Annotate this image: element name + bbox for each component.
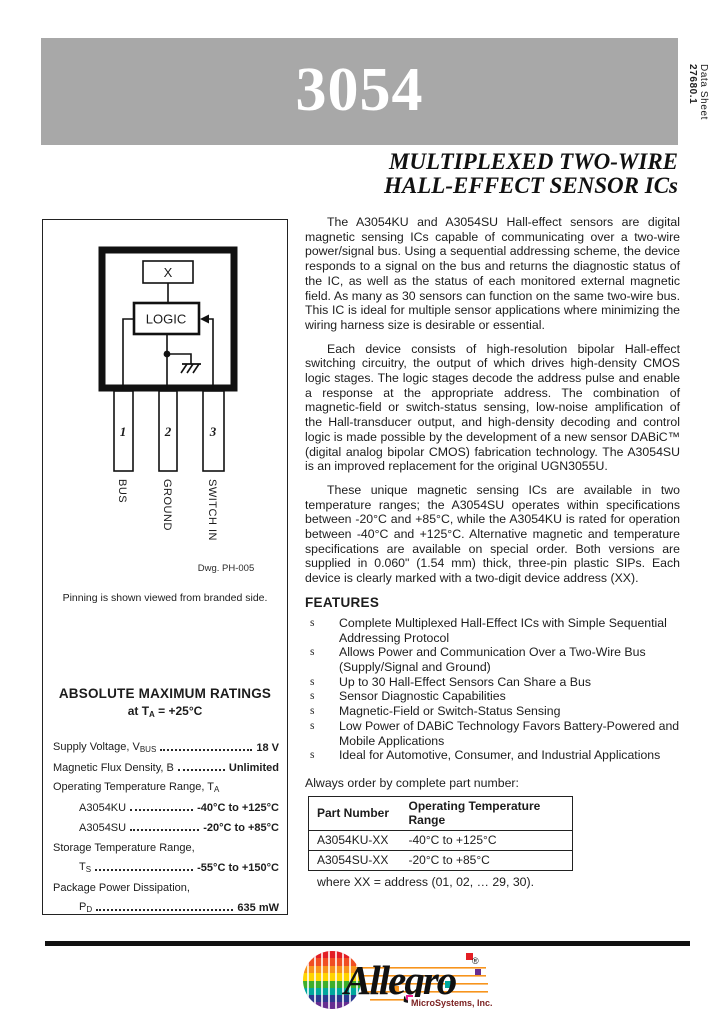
- logo-subtext: MicroSystems, Inc.: [411, 998, 493, 1008]
- rating-row: Operating Temperature Range, TA: [53, 781, 220, 794]
- rating-row: A3054KU-40°C to +125°C: [79, 802, 279, 814]
- description-column: The A3054KU and A3054SU Hall-effect sens…: [305, 215, 680, 889]
- ordering-table-header-row: Part Number Operating Temperature Range: [309, 796, 573, 830]
- part-number-title: 3054: [295, 56, 424, 124]
- ordering-note: where XX = address (01, 02, … 29, 30).: [317, 874, 535, 889]
- feature-bullet: s: [310, 749, 315, 762]
- logo-wordmark: Allegro: [341, 957, 457, 1003]
- part-number-cell: A3054KU-XX: [308, 829, 401, 851]
- temp-range-cell: -40°C to +125°C: [400, 829, 573, 851]
- feature-bullet: s: [310, 646, 315, 659]
- footer-rule: [45, 941, 690, 946]
- hall-element-label: X: [164, 265, 173, 280]
- sheet-number: 27680.1: [687, 64, 698, 105]
- feature-bullet: s: [310, 675, 315, 688]
- allegro-logo: Allegro ® MicroSystems, Inc.: [303, 951, 493, 1009]
- feature-bullet: s: [310, 616, 315, 629]
- abs-max-ratings-subtitle: at TA = +25°C: [127, 704, 203, 719]
- logo-mosaic-circle: [303, 951, 361, 1009]
- sheet-info: Data Sheet 27680.1: [687, 64, 709, 120]
- ordering-table-row: A3054SU-XX -20°C to +85°C: [308, 849, 573, 871]
- logic-box-label: LOGIC: [146, 312, 186, 327]
- document-title-line2: HALL-EFFECT SENSOR ICs: [384, 173, 678, 198]
- temp-range-cell: -20°C to +85°C: [400, 849, 573, 871]
- pin1-number: 1: [120, 424, 127, 439]
- feature-bullet: s: [310, 705, 315, 718]
- feature-bullet: s: [310, 690, 315, 703]
- pin2-number: 2: [164, 424, 172, 439]
- pinout-ratings-panel: X LOGIC 1 2 3 BUS GROUND SWITCH IN Dwg. …: [42, 219, 288, 915]
- description-paragraph: Each device consists of high-resolution …: [305, 341, 680, 474]
- pin2-label: GROUND: [161, 479, 173, 531]
- document-title-line1: MULTIPLEXED TWO-WIRE: [388, 149, 678, 174]
- abs-max-ratings-title: ABSOLUTE MAXIMUM RATINGS: [58, 686, 272, 701]
- ordering-intro: Always order by complete part number:: [305, 775, 519, 790]
- ordering-table-row: A3054KU-XX -40°C to +125°C: [308, 829, 573, 851]
- document-title: MULTIPLEXED TWO-WIRE HALL-EFFECT SENSOR …: [384, 150, 678, 198]
- ordering-col-part: Part Number: [317, 805, 390, 820]
- feature-bullet: s: [310, 719, 315, 732]
- package-pinout-diagram: X LOGIC 1 2 3: [98, 246, 238, 472]
- pinning-caption: Pinning is shown viewed from branded sid…: [62, 592, 268, 604]
- pin1-label: BUS: [116, 479, 128, 504]
- logo-registered-mark: ®: [472, 956, 479, 966]
- drawing-reference: Dwg. PH-005: [197, 563, 255, 574]
- rating-row: A3054SU-20°C to +85°C: [79, 822, 279, 834]
- sheet-label: Data Sheet: [698, 64, 709, 121]
- features-heading: FEATURES: [305, 594, 380, 610]
- rating-row: Package Power Dissipation,: [53, 882, 190, 894]
- description-paragraph: The A3054KU and A3054SU Hall-effect sens…: [305, 215, 680, 332]
- pin3-number: 3: [209, 424, 217, 439]
- rating-row: TS-55°C to +150°C: [79, 861, 279, 874]
- part-number-cell: A3054SU-XX: [308, 849, 401, 871]
- description-paragraph: These unique magnetic sensing ICs are av…: [305, 482, 680, 586]
- header-banner: 3054: [41, 38, 678, 145]
- pin3-label: SWITCH IN: [206, 479, 218, 541]
- ordering-col-range: Operating Temperature Range: [408, 798, 541, 827]
- ordering-table: Part Number Operating Temperature Range …: [308, 795, 573, 871]
- rating-row: Storage Temperature Range,: [53, 842, 195, 854]
